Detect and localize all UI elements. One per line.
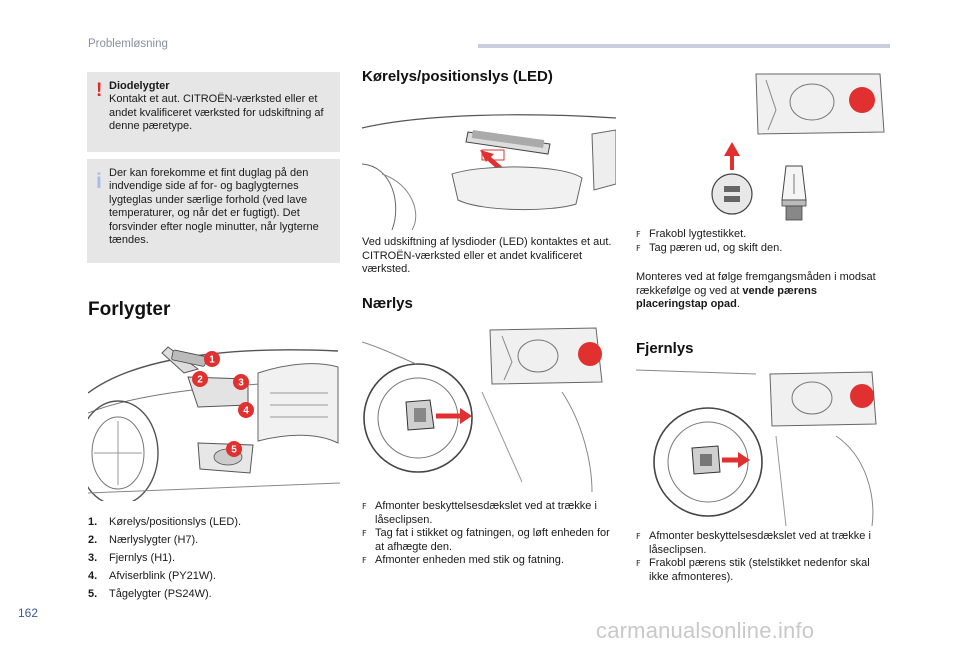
naerlys-heading: Nærlys <box>362 295 413 312</box>
list-item: 3.Fjernlys (H1). <box>88 552 176 564</box>
forlygter-heading: Forlygter <box>88 299 171 320</box>
bulb-replacement-illustration <box>711 73 885 221</box>
bulb-replacement-figure <box>636 70 890 228</box>
front-lights-illustration: 1 2 3 4 5 <box>88 346 340 501</box>
warning-title: Diodelygter <box>109 80 170 92</box>
badge-4: 4 <box>243 406 249 417</box>
step-bullet-icon: F <box>362 502 367 511</box>
fjernlys-heading: Fjernlys <box>636 340 694 357</box>
step-bullet-icon: F <box>362 556 367 565</box>
page-number: 162 <box>18 606 39 620</box>
list-item: 4.Afviserblink (PY21W). <box>88 570 216 582</box>
info-text: Der kan forekomme et fint duglag på den … <box>109 167 319 247</box>
step-bullet-icon: F <box>362 529 367 538</box>
drl-illustration <box>362 114 616 230</box>
list-item: 5.Tågelygter (PS24W). <box>88 588 212 600</box>
step-bullet-icon: F <box>636 243 641 253</box>
drl-figure <box>362 104 616 230</box>
warning-notice: ! Diodelygter Kontakt et aut. CITROËN-væ… <box>87 72 340 152</box>
high-beam-illustration <box>636 369 877 526</box>
info-notice: i Der kan forekomme et fint duglag på de… <box>87 159 340 263</box>
badge-2: 2 <box>197 375 203 386</box>
watermark: carmanualsonline.info <box>596 618 815 643</box>
warning-text: Kontakt et aut. CITROËN-værksted eller e… <box>109 93 324 133</box>
mount-instruction: Monteres ved at følge fremgangsmåden i m… <box>636 271 876 310</box>
info-icon: i <box>96 170 102 193</box>
step-bullet-icon: F <box>636 230 641 239</box>
high-beam-figure <box>636 366 890 526</box>
low-beam-illustration <box>362 327 603 492</box>
korelys-heading: Kørelys/positionslys (LED) <box>362 68 553 85</box>
front-lights-figure: 1 2 3 4 5 <box>88 333 340 501</box>
low-beam-figure <box>362 322 616 492</box>
korelys-text: Ved udskiftning af lysdioder (LED) konta… <box>362 236 612 275</box>
step-bullet-icon: F <box>636 532 641 541</box>
list-item: 2.Nærlyslygter (H7). <box>88 534 199 546</box>
list-item: 1.Kørelys/positionslys (LED). <box>88 516 242 528</box>
badge-1: 1 <box>209 355 215 366</box>
badge-5: 5 <box>231 445 237 456</box>
badge-3: 3 <box>238 378 244 389</box>
exclamation-icon: ! <box>96 80 103 101</box>
bulb-list: 1.Kørelys/positionslys (LED). 2.Nærlysly… <box>88 516 338 606</box>
header-bar <box>478 44 890 48</box>
step-bullet-icon: F <box>636 559 641 568</box>
section-header: Problemløsning <box>88 38 168 50</box>
